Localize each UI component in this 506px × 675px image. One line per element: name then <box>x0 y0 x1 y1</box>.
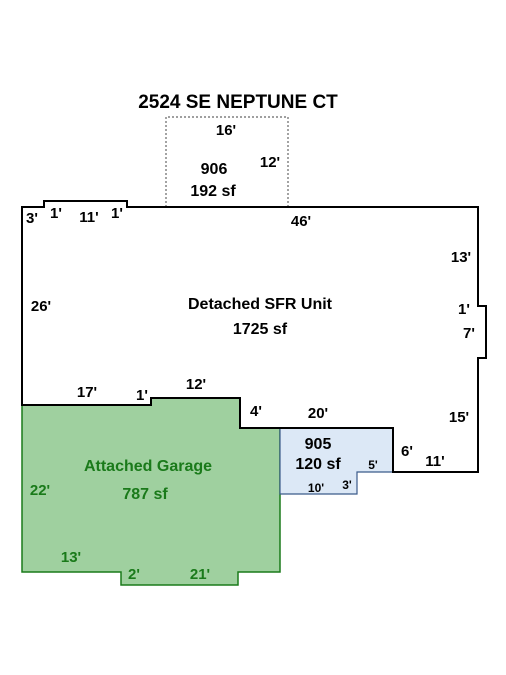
house-area-label: 1725 sf <box>233 321 288 338</box>
property-address-title: 2524 SE NEPTUNE CT <box>138 92 338 113</box>
dim-house-bottom-right: 20' <box>308 405 328 422</box>
house-name-label: Detached SFR Unit <box>188 296 333 313</box>
dim-house-top: 46' <box>291 213 311 230</box>
dim-house-bottom-left: 17' <box>77 384 97 401</box>
dim-house-right-bump: 7' <box>463 325 475 342</box>
dim-garage-left: 22' <box>30 482 50 499</box>
dim-deck-top: 16' <box>216 122 236 139</box>
deck-area-label: 192 sf <box>190 183 236 200</box>
dim-porch-right: 5' <box>368 458 378 472</box>
dim-house-bottom-far: 11' <box>425 453 444 470</box>
dim-deck-right: 12' <box>260 154 280 171</box>
dim-house-bottom-mid: 12' <box>186 376 206 393</box>
dim-house-top-left-small: 1' <box>111 205 123 222</box>
dim-house-left-small: 1' <box>50 205 62 222</box>
house-outline <box>21 200 487 473</box>
dim-porch-step: 3' <box>342 478 352 492</box>
dim-house-right-lower: 15' <box>449 409 469 426</box>
dim-house-left-upper: 3' <box>26 210 38 227</box>
dim-house-right-upper: 13' <box>451 249 471 266</box>
garage-area-label: 787 sf <box>122 486 168 503</box>
garage-name-label: Attached Garage <box>84 458 212 475</box>
porch-area-label: 120 sf <box>295 456 341 473</box>
dim-house-left: 26' <box>31 298 51 315</box>
dim-house-notch: 6' <box>401 443 413 460</box>
dim-house-right-bump-short: 1' <box>458 301 470 318</box>
dim-house-bottom-step2: 4' <box>250 403 262 420</box>
dim-house-top-left: 11' <box>79 209 98 226</box>
dim-garage-step: 2' <box>128 566 140 583</box>
dim-porch-bottom: 10' <box>308 481 324 495</box>
porch-code-label: 905 <box>305 436 332 453</box>
deck-code-label: 906 <box>201 161 228 178</box>
deck-outline <box>165 116 289 207</box>
dim-house-bottom-step: 1' <box>136 387 148 404</box>
dim-garage-bottom: 21' <box>190 566 210 583</box>
dim-garage-bottom-left: 13' <box>61 549 81 566</box>
